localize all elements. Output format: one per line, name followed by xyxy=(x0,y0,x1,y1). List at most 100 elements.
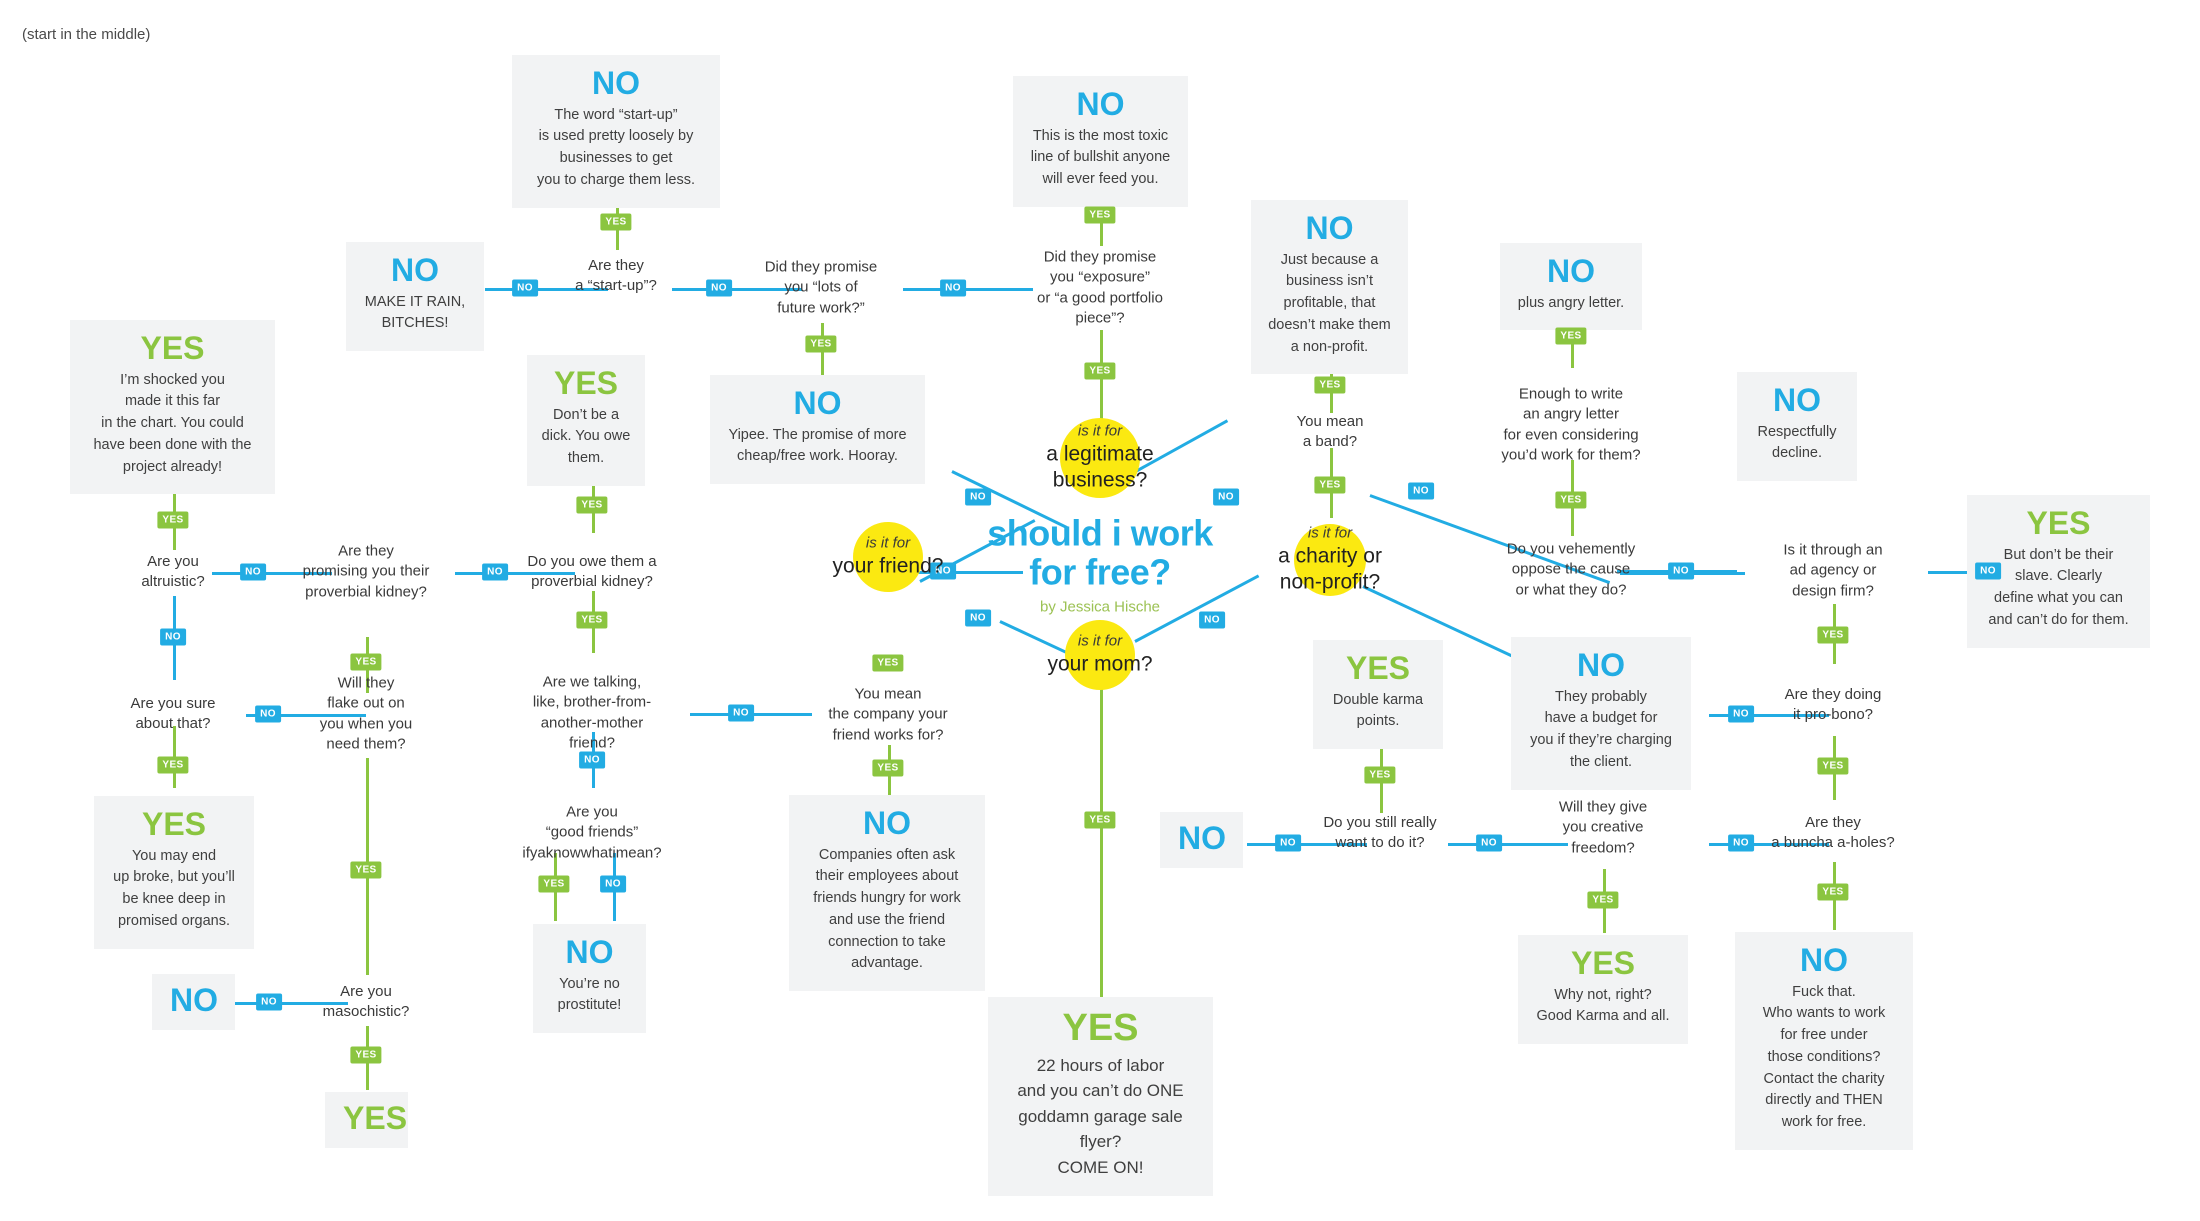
outcome-dont-be-dick: YES Don’t be a dick. You owe them. xyxy=(527,355,645,486)
question-exposure: Did they promise you “exposure” or “a go… xyxy=(1037,248,1163,327)
outcome-no-masochistic: NO xyxy=(152,974,235,1030)
edge-label-yes: YES xyxy=(1364,766,1396,784)
question-future-work: Did they promise you “lots of future wor… xyxy=(764,258,878,317)
line-friend-no-company xyxy=(903,571,1023,574)
edge-label-no: NO xyxy=(1275,834,1301,852)
edge-label-yes: YES xyxy=(1817,757,1849,775)
edge-label-no: NO xyxy=(965,488,991,506)
outcome-head: NO xyxy=(863,805,911,841)
page-title: should i work for free? by Jessica Hisch… xyxy=(987,512,1213,616)
question-flake-out: Will they flake out on you when you need… xyxy=(319,674,413,753)
question-sure-about: Are you sure about that? xyxy=(130,694,216,732)
outcome-head: YES xyxy=(140,330,205,366)
question-promising-kidney: Are they promising you their proverbial … xyxy=(302,542,430,601)
outcome-companies-ask: NO Companies often ask their employees a… xyxy=(789,795,985,992)
edge-label-yes: YES xyxy=(157,756,189,774)
outcome-head: NO xyxy=(1076,86,1125,122)
title-line-1: should i work xyxy=(987,512,1213,554)
question-pro-bono: Are they doing it pro-bono? xyxy=(1784,685,1882,723)
line-kidney-no-owe xyxy=(455,572,575,575)
edge-label-no: NO xyxy=(965,609,991,627)
outcome-plain-no: NO xyxy=(1160,812,1243,868)
edge-label-yes: YES xyxy=(350,861,382,879)
byline: by Jessica Hische xyxy=(1039,598,1161,616)
edge-label-yes: YES xyxy=(1084,206,1116,224)
outcome-head: YES xyxy=(2026,505,2091,541)
node-legit-business: is it for a legitimate business? xyxy=(1046,422,1153,493)
node-charity: is it for a charity or non-profit? xyxy=(1278,524,1382,595)
outcome-head: NO xyxy=(1178,820,1226,856)
edge-label-no: NO xyxy=(240,563,266,581)
outcome-body: I’m shocked you made it this far in the … xyxy=(93,371,252,475)
edge-label-yes: YES xyxy=(1555,327,1587,345)
outcome-body: This is the most toxic line of bullshit … xyxy=(1030,127,1171,188)
edge-label-no: NO xyxy=(1476,834,1502,852)
node-label: your friend? xyxy=(832,554,944,578)
question-company-friend: You mean the company your friend works f… xyxy=(828,685,948,744)
edge-label-no: NO xyxy=(256,993,282,1011)
outcome-head: YES xyxy=(553,365,619,401)
edge-label-yes: YES xyxy=(872,759,904,777)
line-masochistic-no-no xyxy=(228,1002,348,1005)
outcome-have-budget: NO They probably have a budget for you i… xyxy=(1511,637,1691,790)
question-brother-friend: Are we talking, like, brother-from- anot… xyxy=(532,673,652,752)
outcome-head: NO xyxy=(565,934,614,970)
outcome-body: Yipee. The promise of more cheap/free wo… xyxy=(728,426,907,465)
edge-label-yes: YES xyxy=(350,653,382,671)
edge-label-yes: YES xyxy=(1314,376,1346,394)
edge-label-no: NO xyxy=(160,628,186,646)
question-angry-letter: Enough to write an angry letter for even… xyxy=(1501,385,1641,464)
edge-label-yes: YES xyxy=(350,1046,382,1064)
outcome-body: But don’t be their slave. Clearly define… xyxy=(1988,546,2129,628)
node-label: your mom? xyxy=(1047,652,1153,676)
line-future-no-exposure xyxy=(903,288,1033,291)
edge-label-no: NO xyxy=(600,875,626,893)
edge-label-no: NO xyxy=(1668,562,1694,580)
outcome-head: YES xyxy=(141,806,207,842)
outcome-body: You may end up broke, but you’ll be knee… xyxy=(113,847,235,929)
edge-label-yes: YES xyxy=(576,611,608,629)
outcome-body: Double karma points. xyxy=(1332,691,1424,730)
outcome-plus-angry: NO plus angry letter. xyxy=(1500,243,1642,331)
line-startup-no-rain xyxy=(485,288,608,291)
node-your-mom: is it for your mom? xyxy=(1047,633,1152,678)
outcome-head: YES xyxy=(1345,650,1411,686)
outcome-shocked-you: YES I’m shocked you made it this far in … xyxy=(70,320,275,495)
title-line-2: for free? xyxy=(1029,551,1171,593)
question-still-want: Do you still really want to do it? xyxy=(1323,813,1437,851)
line-probono-no-budget xyxy=(1709,714,1829,717)
edge-label-yes: YES xyxy=(1587,891,1619,909)
line-sure-no-flake xyxy=(246,714,366,717)
question-creative-freedom: Will they give you creative freedom? xyxy=(1558,798,1648,857)
outcome-body: Don’t be a dick. You owe them. xyxy=(541,406,631,467)
question-owe-kidney: Do you owe them a proverbial kidney? xyxy=(527,552,657,590)
edge-label-yes: YES xyxy=(1314,476,1346,494)
outcome-head: NO xyxy=(1800,942,1848,978)
edge-label-yes: YES xyxy=(600,213,632,231)
line-mom-yes-final xyxy=(1100,660,1103,998)
question-ad-agency: Is it through an ad agency or design fir… xyxy=(1783,541,1883,600)
node-prefix: is it for xyxy=(1307,524,1353,542)
outcome-double-karma: YES Double karma points. xyxy=(1313,640,1443,750)
edge-label-yes: YES xyxy=(805,335,837,353)
edge-label-no: NO xyxy=(1213,488,1239,506)
question-a-holes: Are they a buncha a-holes? xyxy=(1771,813,1895,851)
start-note: (start in the middle) xyxy=(22,26,151,43)
edge-label-no: NO xyxy=(1728,834,1754,852)
outcome-body: Fuck that. Who wants to work for free un… xyxy=(1762,983,1886,1131)
outcome-head: NO xyxy=(793,385,842,421)
outcome-final-yes-left: YES xyxy=(325,1092,408,1148)
outcome-body: plus angry letter. xyxy=(1517,294,1625,311)
edge-label-no: NO xyxy=(1728,705,1754,723)
edge-label-yes: YES xyxy=(157,511,189,529)
edge-label-no: NO xyxy=(728,704,754,722)
edge-label-no: NO xyxy=(1199,611,1225,629)
outcome-not-nonprofit: NO Just because a business isn’t profita… xyxy=(1251,200,1408,375)
line-altruistic-no-kidney xyxy=(212,572,332,575)
outcome-head: NO xyxy=(1577,647,1625,683)
node-your-friend: is it for your friend? xyxy=(833,535,944,580)
edge-label-yes: YES xyxy=(1817,626,1849,644)
line-stillwant-no-plainno xyxy=(1247,843,1367,846)
edge-label-no: NO xyxy=(579,751,605,769)
